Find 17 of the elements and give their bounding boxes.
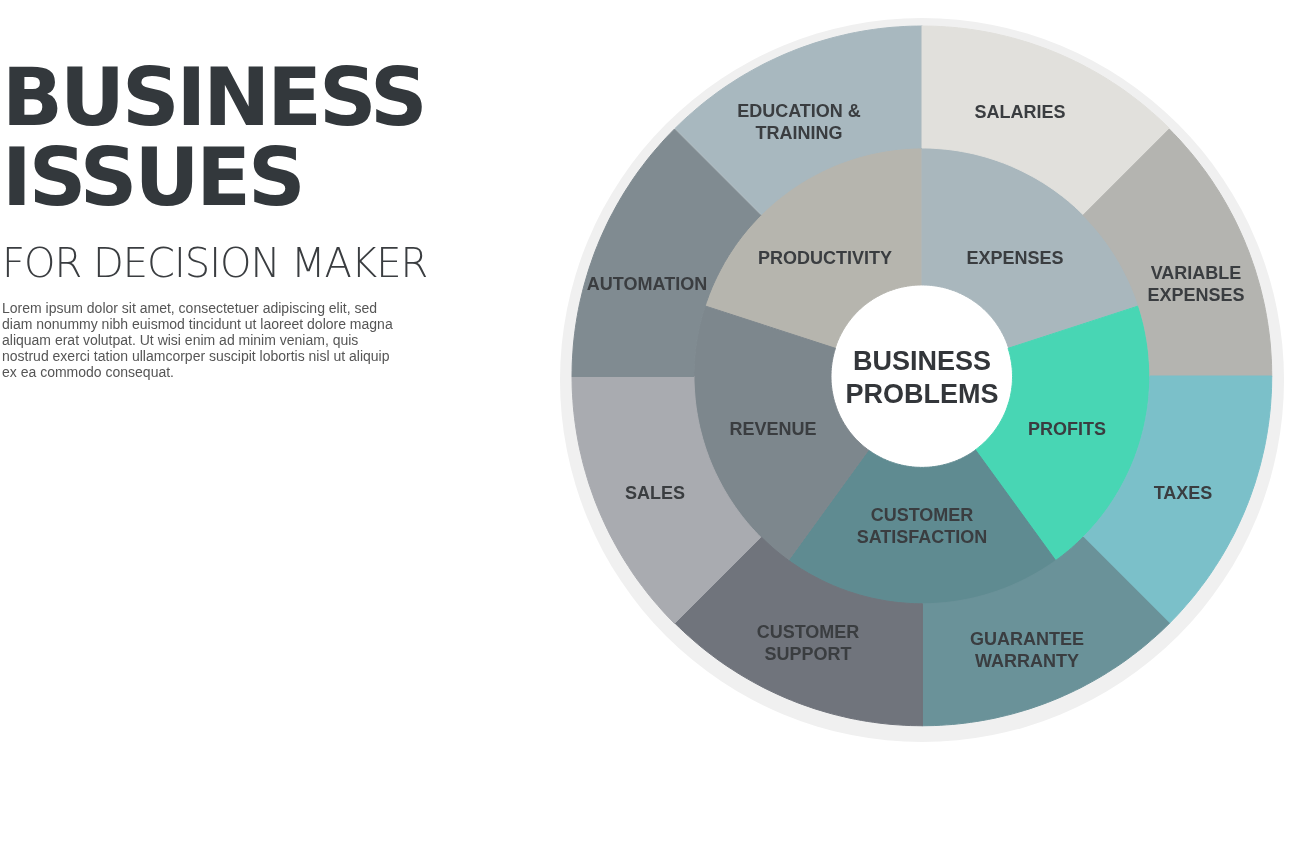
segment-label: TAXES xyxy=(1152,482,1214,504)
segment-label: SALES xyxy=(624,482,686,504)
segment-label: VARIABLE EXPENSES xyxy=(1146,262,1246,306)
segment-label: GUARANTEE WARRANTY xyxy=(969,628,1085,672)
segment-label: SALARIES xyxy=(973,101,1067,123)
segment-label: BUSINESS PROBLEMS xyxy=(844,345,1000,411)
segment-label: PRODUCTIVITY xyxy=(756,247,893,269)
segment-label: CUSTOMER SATISFACTION xyxy=(855,504,989,548)
segment-label: PROFITS xyxy=(1026,418,1107,440)
segment-label: CUSTOMER SUPPORT xyxy=(755,621,861,665)
segment-label: EXPENSES xyxy=(965,247,1065,269)
segment-label: EDUCATION & TRAINING xyxy=(736,100,862,144)
subtitle: FOR DECISION MAKER xyxy=(2,239,429,288)
segment-label: REVENUE xyxy=(728,418,818,440)
body-paragraph: Lorem ipsum dolor sit amet, consectetuer adipiscing elit, sed diam nonummy nibh euismod tincidunt ut laoreet dolore magna aliquam erat volutpat. Ut wisi enim ad minim veniam, quis nostrud exerci tation ullamcorper suscipit lobortis nisl ut aliquip ex ea commodo consequat. xyxy=(2,300,394,380)
segment-label: AUTOMATION xyxy=(585,273,709,295)
title: BUSINESS ISSUES xyxy=(2,58,426,218)
